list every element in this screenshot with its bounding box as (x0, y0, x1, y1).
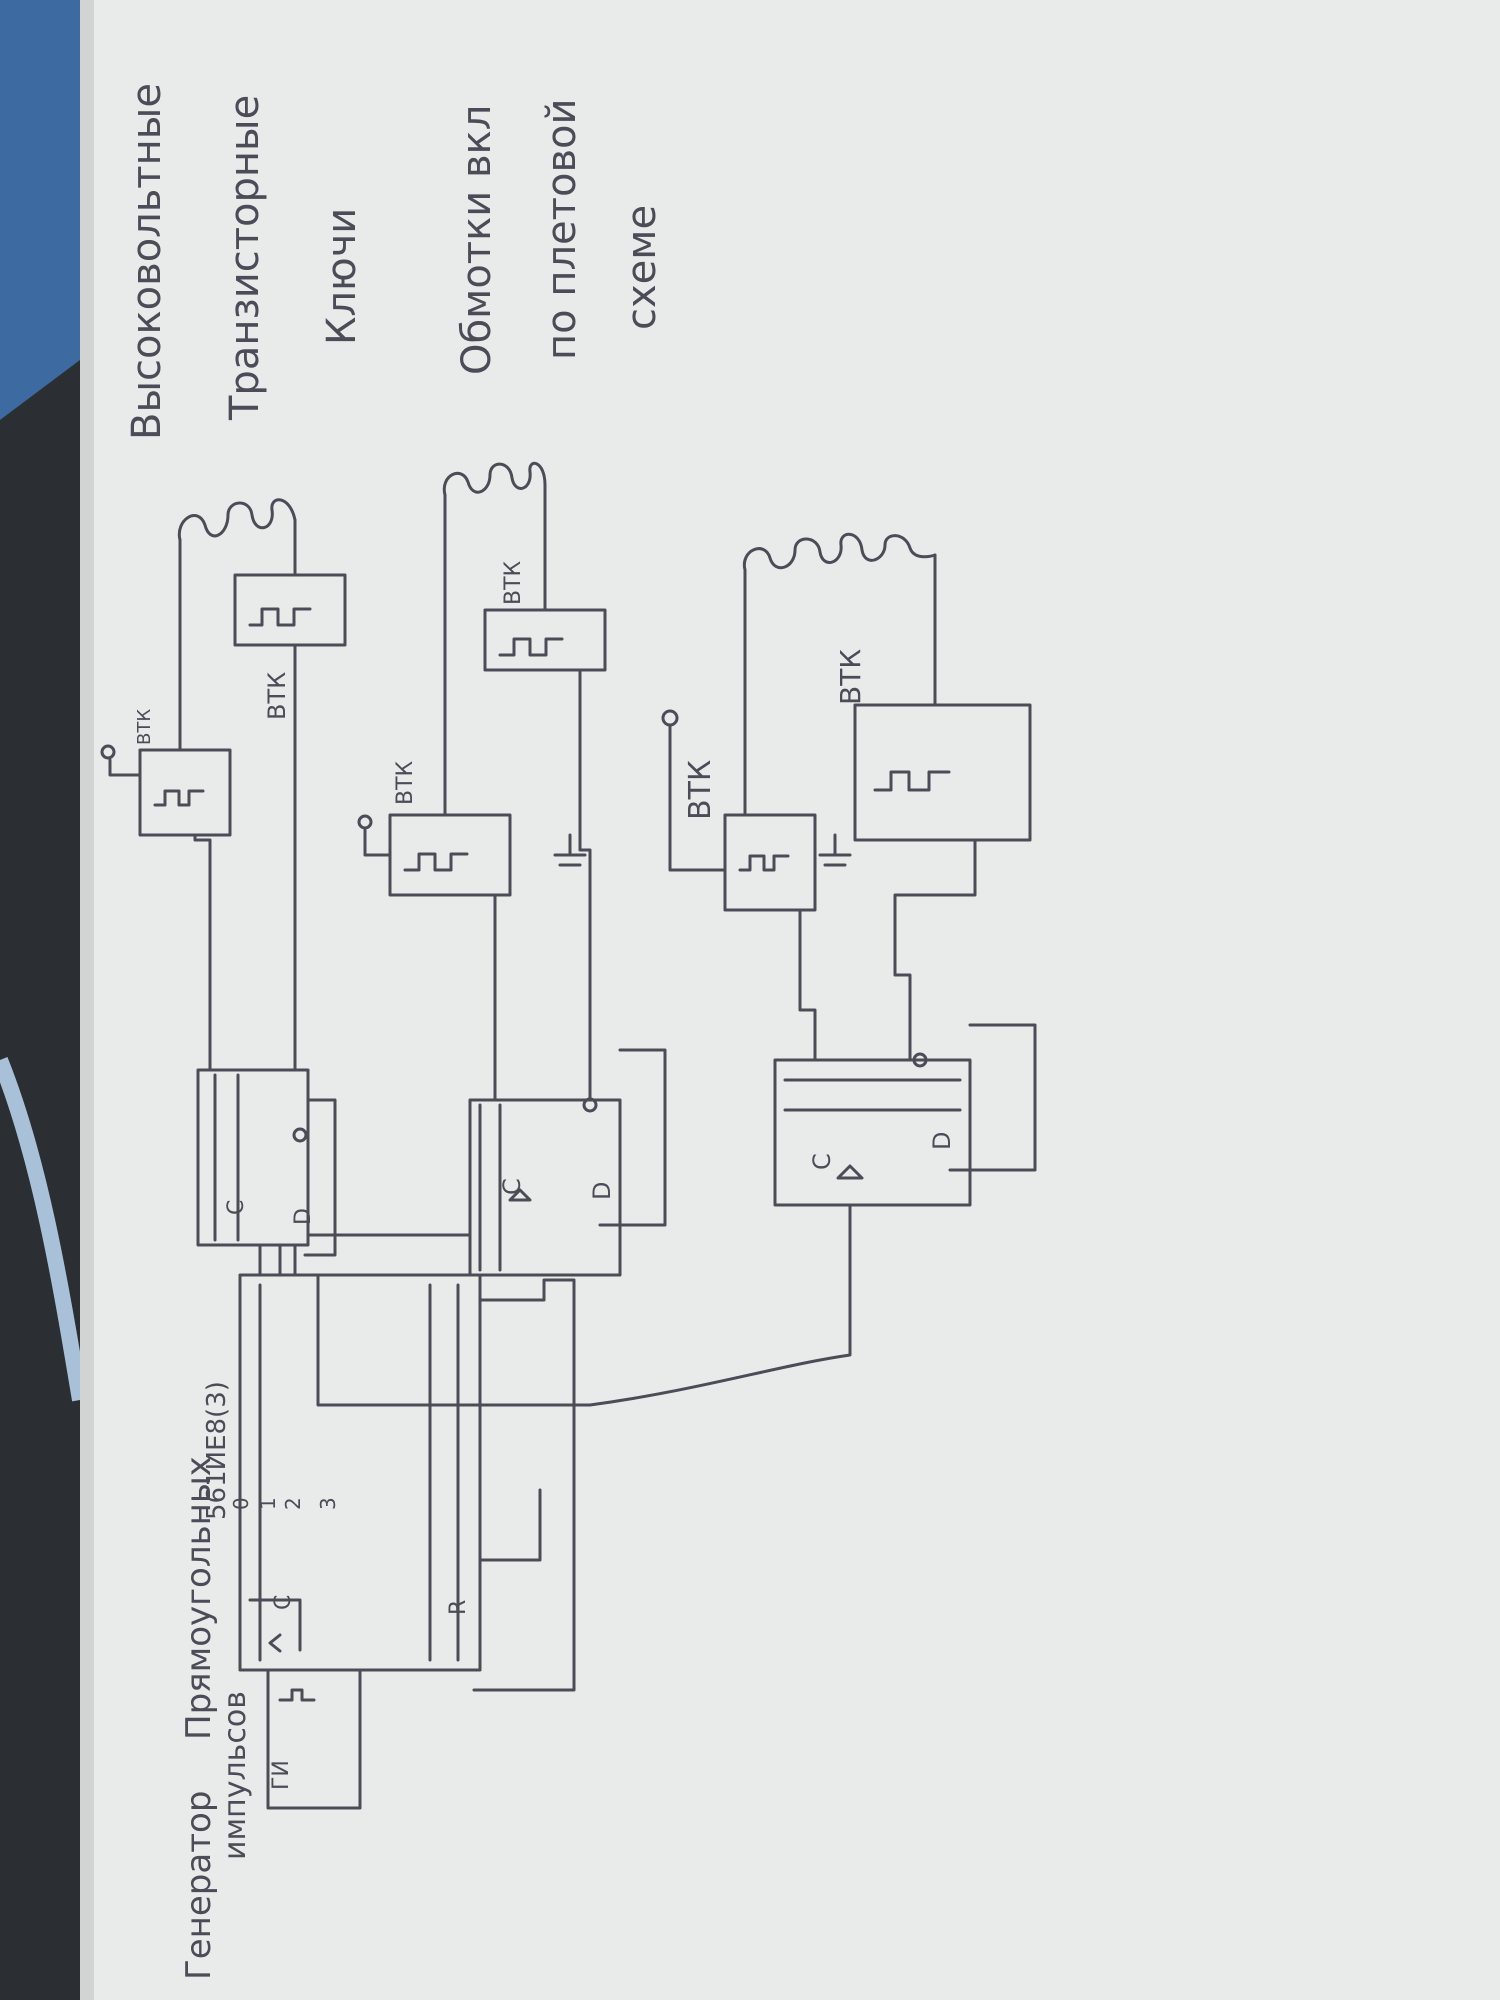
pin-0-label: 0 (229, 1497, 253, 1510)
pulse-waveform-icon (248, 607, 312, 627)
ff3-feedback (948, 1023, 1037, 1172)
pulse-waveform-icon (403, 852, 469, 872)
pin-1-label: 1 (256, 1497, 280, 1510)
wire-q3-to-ff3 (316, 1168, 852, 1407)
pulse-waveform-icon (738, 854, 790, 872)
pin-3-label: 3 (316, 1497, 340, 1510)
btk-label-6: ВТК (834, 649, 867, 705)
paper-shadow-edge (80, 0, 94, 2000)
btk-key-1 (138, 748, 232, 837)
counter-c-label: C (271, 1595, 296, 1610)
coil-icon (742, 532, 937, 572)
hv-note-line2: Транзисторные (222, 95, 268, 421)
pulse-waveform-icon (873, 770, 951, 792)
btk-key-2 (233, 573, 347, 647)
chip-label: 561ИЕ8(3) (202, 1381, 232, 1520)
coil-note-line1: Обмотки вкл (454, 105, 500, 375)
terminal-circle-icon (357, 814, 373, 830)
ff3-clock-arrow (836, 1164, 864, 1180)
reset-loop (472, 1278, 576, 1692)
ff1-feedback (303, 1098, 337, 1257)
ff2-d-label: D (588, 1182, 616, 1200)
hv-note-line1: Высоковольтные (124, 83, 170, 440)
pulse-waveform-icon (498, 637, 564, 657)
ground-icon (553, 833, 587, 867)
generator-label: ГИ (269, 1760, 294, 1790)
ff3-output-node (912, 1052, 928, 1068)
left-note-line1: Генератор (179, 1791, 219, 1980)
btk-label-5: ВТК (683, 760, 718, 820)
btk3-terminal-wire (363, 828, 392, 857)
btk-label-4: ВТК (501, 560, 526, 605)
annotation-text: Генератор Прямоугольных импульсов 561ИЕ8… (124, 83, 956, 1980)
pin-2-label: 2 (281, 1497, 305, 1510)
coil-icon (442, 461, 547, 497)
ff2-feedback (598, 1048, 667, 1227)
ff1-output-node (292, 1127, 308, 1143)
wire-ff2-to-btk4 (578, 668, 592, 1102)
coil-note-line2: по плетовой (539, 99, 585, 360)
btk-label-1: ВТК (134, 709, 155, 745)
ground-icon (818, 833, 852, 867)
counter-r-label: R (446, 1600, 471, 1615)
coil-note-line3: схеме (619, 205, 665, 330)
hv-note-line3: Ключи (319, 208, 365, 345)
flip-flop-2 (468, 1098, 622, 1277)
left-note-line3: импульсов (218, 1691, 253, 1860)
wire-ff3-to-btk6 (893, 828, 977, 1062)
pulse-generator-block (266, 1648, 362, 1810)
fabric-corner (0, 0, 80, 420)
ff3-d-label: D (928, 1132, 956, 1150)
btk1-terminal-wire (108, 758, 142, 777)
btk-key-5 (723, 813, 817, 912)
flip-flop-3 (773, 1058, 972, 1207)
pulse-waveform-icon (278, 1688, 316, 1702)
terminal-circle-icon (661, 709, 679, 727)
btk-label-2: ВТК (263, 672, 291, 720)
left-note-line2: Прямоугольных (179, 1456, 219, 1740)
pulse-waveform-icon (153, 789, 205, 807)
btk-label-3: ВТК (393, 760, 418, 805)
cable (0, 1057, 88, 1402)
terminal-circle-icon (100, 744, 116, 760)
ff3-c-label: C (808, 1153, 836, 1170)
wire-ff3-to-btk5 (798, 888, 817, 1062)
counter-clock-arrow (268, 1633, 282, 1653)
schematic (100, 461, 1037, 1810)
ff1-d-label: D (291, 1208, 316, 1225)
ff1-c-label: C (224, 1200, 249, 1215)
wire-gen-to-counter (248, 1598, 302, 1652)
btk5-terminal-wire (668, 723, 727, 872)
ff2-clock-arrow (508, 1188, 532, 1202)
counter-chip-body (238, 1273, 482, 1672)
ff2-c-label: C (498, 1178, 526, 1195)
coil-icon (177, 498, 297, 542)
